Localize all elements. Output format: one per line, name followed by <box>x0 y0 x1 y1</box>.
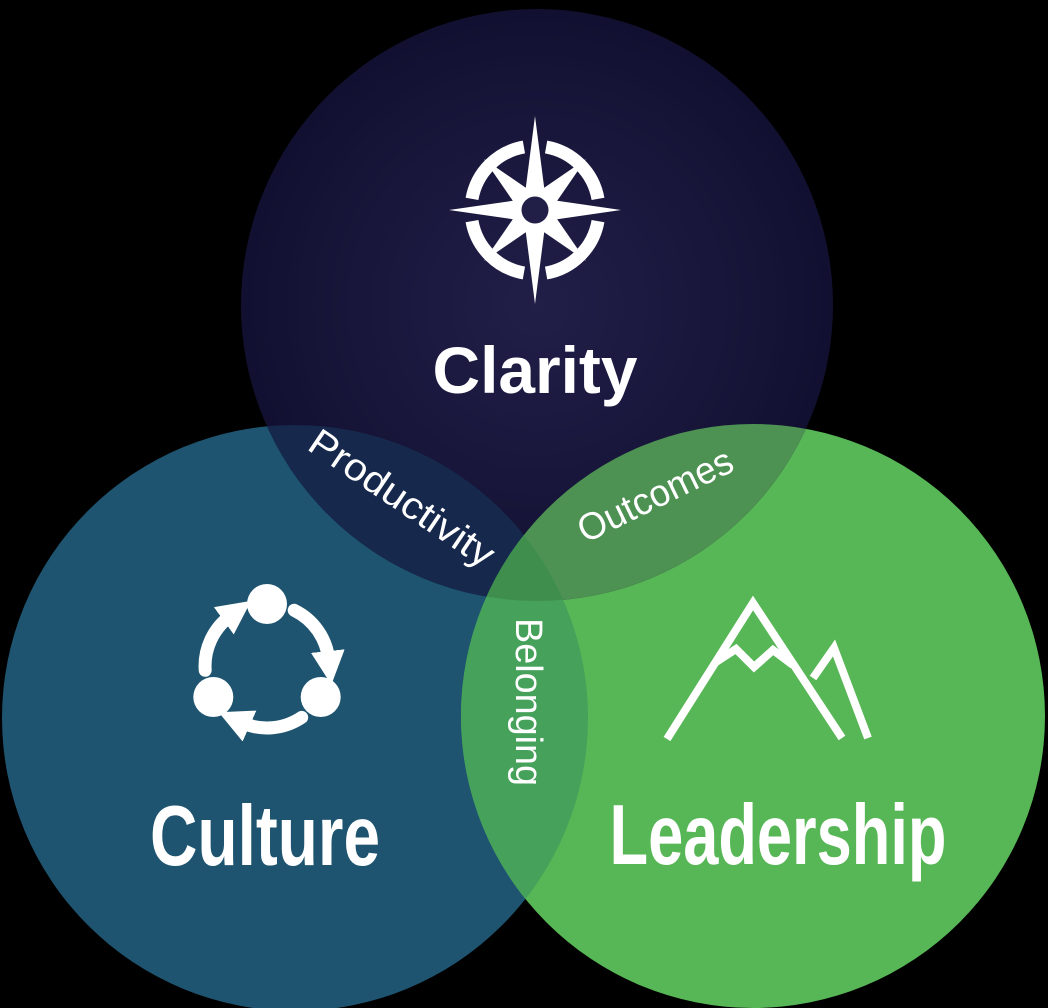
cycle-dot <box>300 677 341 717</box>
mountain-snow-line <box>713 643 796 673</box>
clarity-culture-overlap <box>241 425 588 601</box>
mountain-small-peak <box>809 639 872 740</box>
cycle-dot <box>193 677 234 717</box>
clarity-leadership-overlap <box>461 424 833 601</box>
cycle-dot <box>247 584 287 624</box>
cycle-arrow <box>198 600 252 677</box>
leadership-label: Leadership <box>610 788 947 883</box>
cycle-icon <box>193 584 345 742</box>
culture-label: Culture <box>150 789 380 884</box>
belonging-label: Belonging <box>507 618 549 786</box>
mountain-main-peak <box>663 595 846 742</box>
clarity-label: Clarity <box>433 333 638 407</box>
compass-center-dot <box>521 196 549 224</box>
cycle-arrow <box>218 710 309 742</box>
cycle-arrow <box>287 603 345 685</box>
compass-icon <box>449 116 621 304</box>
mountain-icon <box>663 595 872 742</box>
